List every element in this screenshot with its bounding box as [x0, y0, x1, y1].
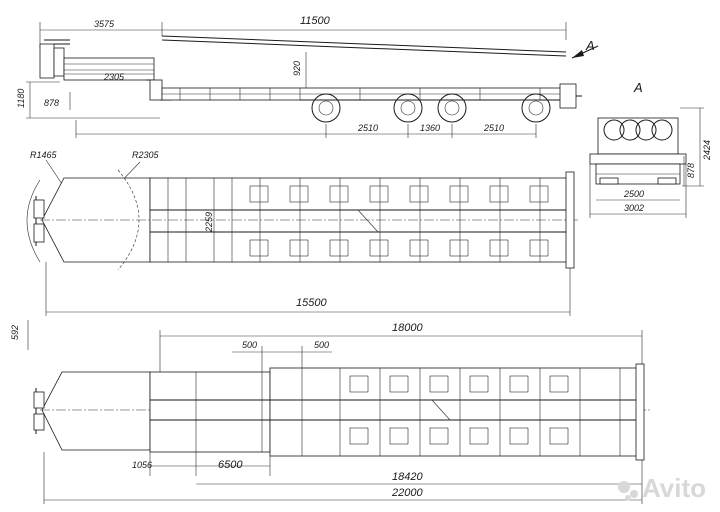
dim-end-height-deck: 878 [686, 163, 696, 178]
side-view: 3575 11500 2305 1180 878 [16, 15, 599, 138]
dim-ext-gap-2: 500 [314, 340, 329, 350]
dim-insert-length: 6500 [218, 459, 243, 471]
dim-gooseneck-length: 3575 [94, 19, 115, 29]
dim-total-length: 22000 [391, 487, 423, 499]
dim-side-height-total: 1180 [16, 89, 26, 108]
view-arrow-label: A [585, 38, 595, 53]
dim-ext-gap-1: 500 [242, 340, 257, 350]
dim-end-width-wheels: 2500 [623, 189, 644, 199]
dim-side-height-rear: 878 [44, 98, 59, 108]
dim-radius-swing: R2305 [132, 150, 160, 160]
dim-axle-spacing-2: 1360 [420, 123, 440, 133]
dim-overhang: 2305 [103, 72, 125, 82]
dim-deck-height: 920 [292, 61, 302, 76]
top-view: R1465 R2305 [26, 150, 580, 316]
dim-frame-length: 18420 [392, 471, 423, 483]
dim-radius-front: R1465 [30, 150, 58, 160]
dim-end-width-total: 3002 [624, 203, 644, 213]
dim-extended-length: 18000 [392, 322, 423, 334]
dim-deck-offset: 1056 [132, 460, 152, 470]
side-wheels [300, 93, 560, 123]
dim-extended-side-mark: 592 [10, 325, 20, 340]
dim-top-overall-length: 15500 [296, 297, 327, 309]
dim-axle-spacing-1: 2510 [357, 123, 378, 133]
dim-axle-spacing-3: 2510 [483, 123, 504, 133]
end-view: A 2424 878 2500 3002 [589, 80, 712, 218]
watermark-text: Avito [642, 473, 706, 503]
dim-inner-width: 2259 [204, 212, 214, 233]
extended-view: 592 18000 500 500 [10, 320, 650, 504]
watermark-logo: Avito [618, 473, 706, 503]
dim-end-height-total: 2424 [702, 140, 712, 161]
dim-side-overall-length: 11500 [300, 15, 331, 27]
end-view-title: A [633, 80, 643, 95]
